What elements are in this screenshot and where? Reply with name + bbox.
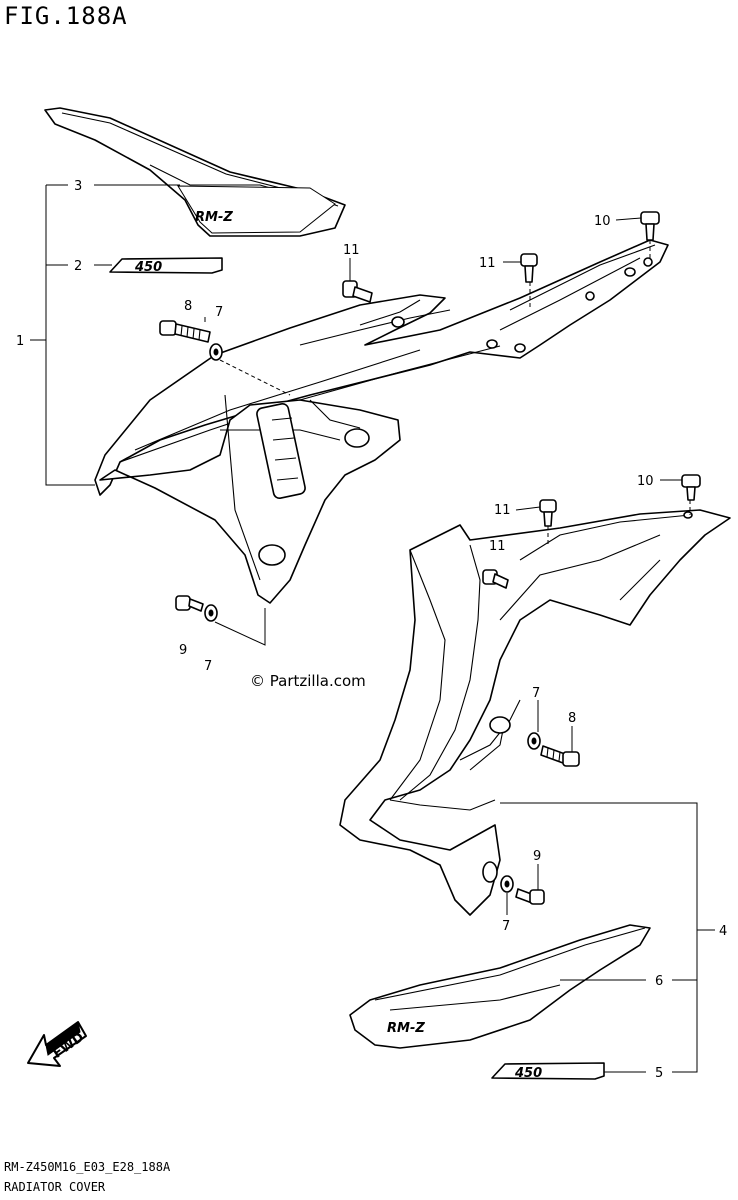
callout-7-lower-a: 7 xyxy=(532,686,540,701)
callout-11-upper-a: 11 xyxy=(343,243,360,258)
callout-10-upper: 10 xyxy=(594,214,611,229)
part-7-lower-washer-b[interactable] xyxy=(500,875,514,893)
part-2-upper-emblem[interactable]: 450 xyxy=(109,257,223,275)
lower-leader-lines xyxy=(500,479,715,1073)
part-8-upper-bolt[interactable] xyxy=(159,320,211,343)
callout-5: 5 xyxy=(655,1066,663,1081)
watermark: © Partzilla.com xyxy=(250,672,366,690)
part-9-upper-bolt[interactable] xyxy=(175,595,204,612)
callout-1: 1 xyxy=(16,334,24,349)
callout-7-lower-b: 7 xyxy=(502,919,510,934)
part-7-lower-washer-a[interactable] xyxy=(527,732,541,750)
callout-2: 2 xyxy=(74,259,82,274)
callout-11-upper-b: 11 xyxy=(479,256,496,271)
figure-code: RM-Z450M16_E03_E28_188A xyxy=(4,1160,171,1174)
lower-emblem-model: 450 xyxy=(514,1066,542,1081)
part-1-upper-shroud[interactable] xyxy=(94,239,669,604)
callout-11-lower-b: 11 xyxy=(489,539,506,554)
part-8-lower-bolt[interactable] xyxy=(540,745,580,767)
part-11-upper-screw-a[interactable] xyxy=(342,280,373,303)
callout-9-lower: 9 xyxy=(533,849,541,864)
part-3-upper-graphic[interactable]: RM-Z xyxy=(44,107,346,237)
part-7-upper-washer-b[interactable] xyxy=(204,604,218,622)
part-11-upper-screw-b[interactable] xyxy=(520,253,538,283)
part-7-upper-washer-a[interactable] xyxy=(209,343,223,361)
lower-decal-brand: RM-Z xyxy=(387,1021,425,1036)
part-11-lower-screw-b[interactable] xyxy=(482,569,509,589)
callout-4: 4 xyxy=(719,924,727,939)
callout-8-lower: 8 xyxy=(568,711,576,726)
upper-emblem-model: 450 xyxy=(134,260,162,275)
fwd-arrow-icon: FWD xyxy=(27,1021,87,1067)
part-5-lower-emblem[interactable]: 450 xyxy=(491,1062,605,1081)
part-10-lower-screw[interactable] xyxy=(681,474,701,501)
callout-3: 3 xyxy=(74,179,82,194)
part-4-lower-shroud[interactable] xyxy=(339,509,731,916)
callout-6: 6 xyxy=(655,974,663,989)
callout-8-upper: 8 xyxy=(184,299,192,314)
callout-7-upper-a: 7 xyxy=(215,305,223,320)
upper-leader-lines xyxy=(30,184,651,646)
upper-decal-brand: RM-Z xyxy=(195,210,233,225)
callout-11-lower-a: 11 xyxy=(494,503,511,518)
callout-9-upper: 9 xyxy=(179,643,187,658)
part-9-lower-bolt[interactable] xyxy=(515,888,545,905)
callout-labels: 3 2 1 8 7 11 11 10 9 7 10 11 11 7 8 9 7 … xyxy=(16,179,727,1081)
callout-7-upper-b: 7 xyxy=(204,659,212,674)
figure-name: RADIATOR COVER xyxy=(4,1180,106,1194)
part-10-upper-screw[interactable] xyxy=(640,211,660,241)
part-6-lower-graphic[interactable]: RM-Z xyxy=(349,924,651,1049)
part-11-lower-screw-a[interactable] xyxy=(539,499,557,527)
callout-10-lower: 10 xyxy=(637,474,654,489)
figure-title: FIG.188A xyxy=(4,2,128,30)
